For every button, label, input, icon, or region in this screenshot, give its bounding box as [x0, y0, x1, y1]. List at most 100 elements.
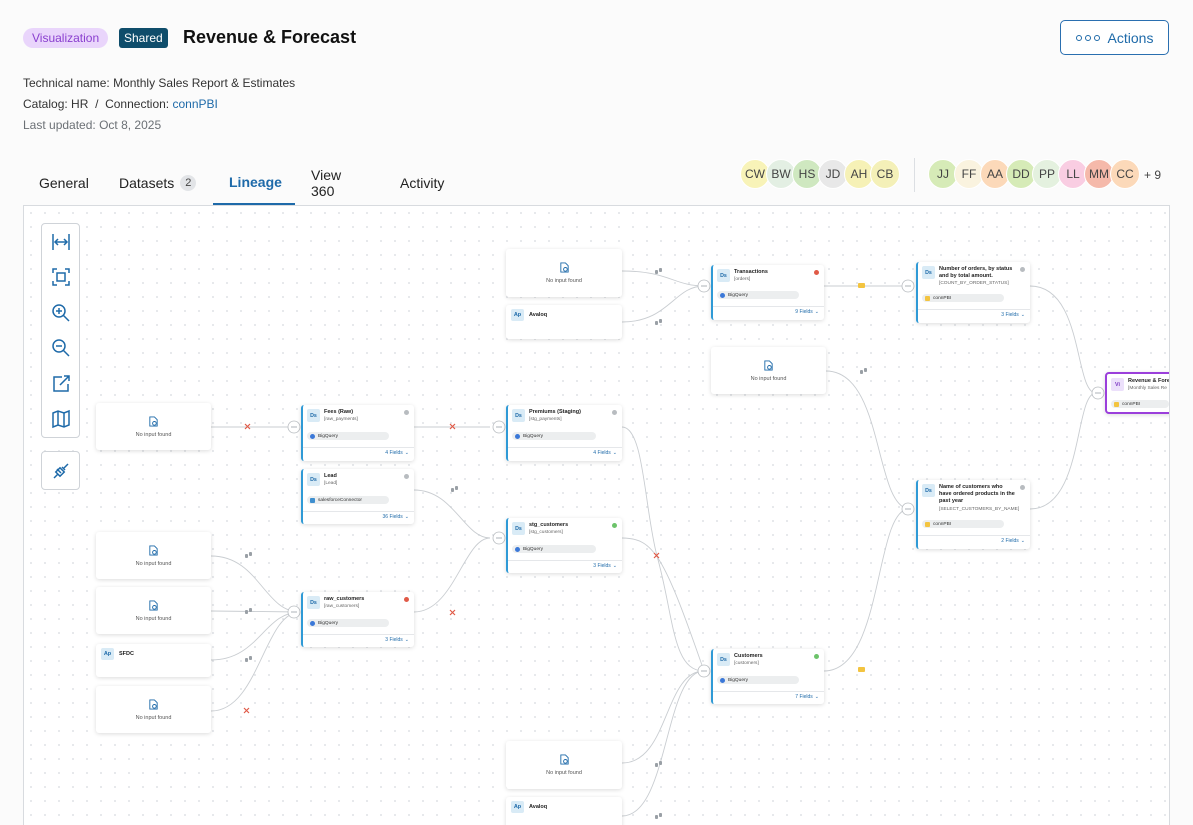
status-dot	[814, 270, 819, 275]
no-input-node[interactable]: No input found	[711, 347, 826, 394]
fields-toggle[interactable]: 4 Fields⌄	[593, 450, 617, 456]
status-dot	[612, 410, 617, 415]
application-icon: Ap	[101, 648, 114, 660]
tab-general[interactable]: General	[39, 175, 89, 191]
connection-pill: connPBI	[1111, 400, 1169, 408]
avatar[interactable]: CW	[740, 159, 770, 189]
dataset-icon: Ds	[307, 409, 320, 422]
page-title: Revenue & Forecast	[183, 27, 357, 47]
connection-pill: BigQuery	[512, 432, 596, 440]
dataset-icon: Ds	[307, 596, 320, 609]
datasets-count-badge: 2	[180, 175, 197, 191]
fields-toggle[interactable]: 36 Fields⌄	[382, 514, 410, 520]
tab-activity[interactable]: Activity	[400, 175, 445, 191]
connection-link[interactable]: connPBI	[172, 97, 218, 111]
technical-name: Monthly Sales Report & Estimates	[113, 76, 296, 90]
connection-pill: BigQuery	[512, 545, 596, 553]
document-search-icon	[764, 359, 773, 371]
dataset-node-raw-customers[interactable]: Ds raw_customers [raw_customers] BigQuer…	[301, 592, 414, 647]
no-input-node[interactable]: No input found	[96, 587, 211, 634]
connection-pill: salesforceConnector	[307, 496, 389, 504]
fit-width-icon[interactable]	[42, 224, 79, 260]
no-input-node[interactable]: No input found	[506, 249, 622, 297]
avatar[interactable]: LL	[1058, 159, 1088, 189]
actions-label: Actions	[1107, 29, 1154, 46]
chevron-down-icon: ⌄	[814, 694, 819, 700]
no-input-node[interactable]: No input found	[96, 403, 211, 450]
avatar[interactable]: FF	[954, 159, 984, 189]
dataset-node-lead[interactable]: Ds Lead [Lead] salesforceConnector 36 Fi…	[301, 469, 414, 524]
chevron-down-icon: ⌄	[612, 450, 617, 456]
document-search-icon	[559, 754, 569, 765]
chevron-down-icon: ⌄	[612, 563, 617, 569]
catalog-connection-line: Catalog: HR / Connection: connPBI	[23, 97, 218, 111]
dataset-node-premiums[interactable]: Ds Premiums (Staging) [stg_payments] Big…	[506, 405, 622, 461]
connection-pill: connPBI	[922, 520, 1004, 528]
dataset-icon: Ds	[512, 522, 525, 535]
avatar[interactable]: AA	[980, 159, 1010, 189]
no-input-node[interactable]: No input found	[96, 686, 211, 733]
tab-lineage[interactable]: Lineage	[213, 160, 295, 206]
chevron-down-icon: ⌄	[814, 309, 819, 315]
dataset-node-fees[interactable]: Ds Fees (Raw) [raw_payments] BigQuery 4 …	[301, 405, 414, 461]
status-dot	[814, 654, 819, 659]
zoom-in-icon[interactable]	[42, 295, 79, 331]
avatar[interactable]: DD	[1006, 159, 1036, 189]
disconnect-plug-icon[interactable]	[41, 451, 80, 490]
connection-pill: connPBI	[922, 294, 1004, 302]
avatar[interactable]: HS	[792, 159, 822, 189]
visualization-node-revenue[interactable]: Vi Revenue & Fore [Monthly Sales Re conn…	[1105, 372, 1169, 414]
fields-toggle[interactable]: 2 Fields⌄	[1001, 538, 1025, 544]
visualization-icon: Vi	[1111, 378, 1124, 391]
avatar[interactable]: MM	[1084, 159, 1114, 189]
fields-toggle[interactable]: 3 Fields⌄	[1001, 312, 1025, 318]
no-input-node[interactable]: No input found	[506, 741, 622, 789]
dataset-node-stg-customers[interactable]: Ds stg_customers [stg_customers] BigQuer…	[506, 518, 622, 573]
avatar[interactable]: BW	[766, 159, 796, 189]
fields-toggle[interactable]: 9 Fields⌄	[795, 309, 819, 315]
document-search-icon	[559, 262, 569, 273]
fields-toggle[interactable]: 7 Fields⌄	[795, 694, 819, 700]
zoom-out-icon[interactable]	[42, 331, 79, 367]
fields-toggle[interactable]: 3 Fields⌄	[385, 637, 409, 643]
dataset-icon: Ds	[717, 269, 730, 282]
avatar[interactable]: CB	[870, 159, 900, 189]
document-search-icon	[149, 698, 158, 710]
avatar[interactable]: AH	[844, 159, 874, 189]
status-dot	[1020, 485, 1025, 490]
document-search-icon	[149, 415, 158, 427]
dataset-icon: Ds	[922, 266, 935, 279]
fields-toggle[interactable]: 3 Fields⌄	[593, 563, 617, 569]
tab-view-360[interactable]: View 360	[311, 167, 342, 199]
more-dots-icon	[1075, 34, 1100, 41]
actions-button[interactable]: Actions	[1060, 20, 1169, 55]
application-icon: Ap	[511, 801, 524, 813]
map-icon[interactable]	[42, 402, 79, 438]
last-updated: Last updated: Oct 8, 2025	[23, 118, 162, 132]
fields-toggle[interactable]: 4 Fields⌄	[385, 450, 409, 456]
lineage-edges	[210, 268, 1105, 819]
export-icon[interactable]	[42, 366, 79, 402]
status-dot	[404, 410, 409, 415]
canvas-toolbar	[41, 223, 80, 438]
chevron-down-icon: ⌄	[1020, 538, 1025, 544]
lineage-canvas[interactable]: No input found No input found No input f…	[23, 205, 1170, 825]
avatar[interactable]: CC	[1110, 159, 1140, 189]
fit-screen-icon[interactable]	[42, 260, 79, 296]
chevron-down-icon: ⌄	[404, 514, 409, 520]
status-dot	[612, 523, 617, 528]
no-input-node[interactable]: No input found	[96, 532, 211, 579]
dataset-node-transactions[interactable]: Ds Transactions [orders] BigQuery 9 Fiel…	[711, 265, 824, 320]
more-avatars-count[interactable]: + 9	[1144, 168, 1162, 182]
document-search-icon	[149, 544, 158, 556]
avatar[interactable]: PP	[1032, 159, 1062, 189]
dataset-node-customers[interactable]: Ds Customers [customers] BigQuery 7 Fiel…	[711, 649, 824, 704]
